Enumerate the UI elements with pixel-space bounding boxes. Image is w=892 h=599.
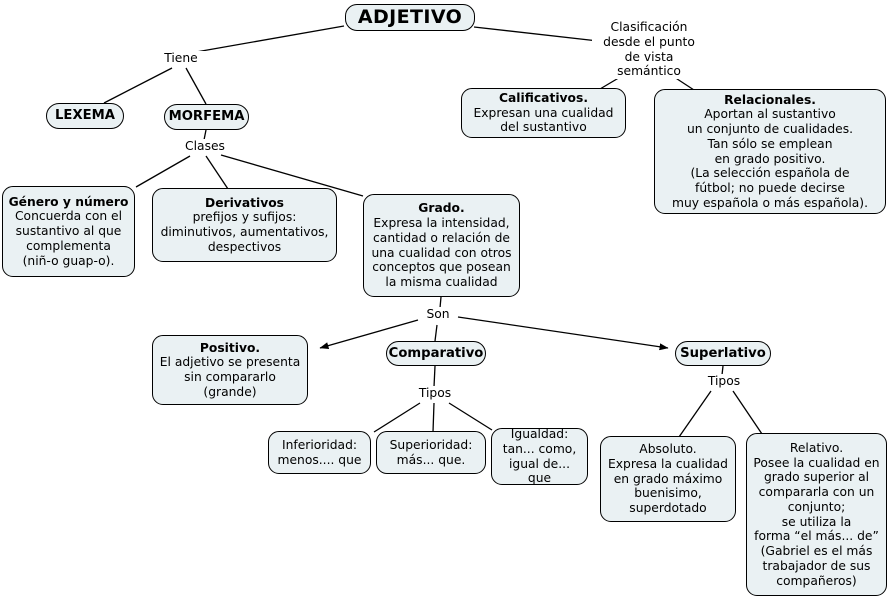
edge-tiene-morfema	[185, 67, 207, 105]
node-adjetivo-label: ADJETIVO	[357, 6, 463, 29]
edge-son-comparativo	[434, 324, 438, 342]
edge-adjetivo-tiene	[195, 25, 345, 53]
node-igualdad[interactable]: Igualdad: tan... como, igual de... que	[491, 427, 588, 486]
node-derivativos-head: Derivativos	[204, 195, 285, 210]
edge-clases-derivativos	[205, 155, 229, 190]
node-inferioridad-body: Inferioridad: menos.... que	[277, 437, 362, 467]
node-calificativos-body: Expresan una cualidad del sustantivo	[473, 105, 614, 135]
node-genero-y-numero[interactable]: Género y número Concuerda con el sustant…	[2, 186, 135, 277]
node-derivativos-body: prefijos y sufijos: diminutivos, aumenta…	[160, 210, 329, 254]
edge-label-tipos-superlativo: Tipos	[700, 374, 748, 389]
edge-tipos-superioridad	[432, 402, 435, 433]
node-superioridad-body: Superioridad: más... que.	[389, 437, 473, 467]
node-calificativos[interactable]: Calificativos. Expresan una cualidad del…	[461, 88, 626, 138]
edge-adjetivo-clasificacion	[473, 26, 608, 43]
node-relativo[interactable]: Relativo. Posee la cualidad en grado sup…	[746, 433, 887, 596]
node-calificativos-head: Calificativos.	[498, 90, 588, 105]
node-lexema[interactable]: LEXEMA	[46, 103, 124, 129]
node-grado-body: Expresa la intensidad, cantidad o relaci…	[371, 216, 512, 289]
node-lexema-label: LEXEMA	[55, 108, 115, 124]
edge-clases-genero	[135, 155, 191, 188]
node-positivo[interactable]: Positivo. El adjetivo se presenta sin co…	[152, 335, 308, 405]
edge-tiene-lexema	[103, 67, 173, 104]
edge-label-clases: Clases	[178, 139, 232, 154]
node-comparativo[interactable]: Comparativo	[386, 341, 486, 366]
edge-label-tipos-comparativo: Tipos	[411, 386, 459, 401]
node-morfema-label: MORFEMA	[168, 109, 245, 125]
edge-tipos-inferioridad	[373, 402, 421, 433]
node-relativo-body: Relativo. Posee la cualidad en grado sup…	[753, 440, 880, 588]
edge-tipos-igualdad	[448, 402, 493, 431]
node-positivo-head: Positivo.	[199, 340, 261, 355]
edge-label-clasificacion: Clasificación desde el punto de vista se…	[592, 20, 706, 79]
node-genero-y-numero-body: Concuerda con el sustantivo al que compl…	[14, 209, 123, 268]
node-relacionales[interactable]: Relacionales. Aportan al sustantivo un c…	[654, 89, 886, 214]
edge-son-superlativo	[457, 316, 669, 351]
node-absoluto[interactable]: Absoluto. Expresa la cualidad en grado m…	[600, 436, 736, 522]
edge-tipos2-relativo	[732, 390, 763, 435]
node-inferioridad[interactable]: Inferioridad: menos.... que	[268, 431, 371, 474]
edge-comparativo-tipos	[433, 365, 436, 388]
node-adjetivo[interactable]: ADJETIVO	[345, 4, 475, 31]
node-positivo-body: El adjetivo se presenta sin compararlo (…	[159, 355, 301, 399]
node-superlativo-label: Superlativo	[680, 345, 766, 361]
node-igualdad-body: Igualdad: tan... como, igual de... que	[502, 427, 577, 486]
node-genero-y-numero-head: Género y número	[8, 194, 129, 209]
edge-label-son: Son	[419, 307, 457, 322]
node-grado-head: Grado.	[418, 201, 465, 216]
node-absoluto-body: Absoluto. Expresa la cualidad en grado m…	[608, 442, 728, 516]
node-grado[interactable]: Grado. Expresa la intensidad, cantidad o…	[363, 194, 520, 297]
edge-label-tiene: Tiene	[156, 51, 206, 66]
node-relacionales-body: Aportan al sustantivo un conjunto de cua…	[672, 107, 868, 210]
node-morfema[interactable]: MORFEMA	[164, 104, 249, 130]
node-superioridad[interactable]: Superioridad: más... que.	[376, 431, 486, 474]
node-comparativo-label: Comparativo	[388, 345, 484, 361]
edge-tipos2-absoluto	[678, 390, 712, 438]
node-relacionales-head: Relacionales.	[724, 92, 816, 107]
node-derivativos[interactable]: Derivativos prefijos y sufijos: diminuti…	[152, 188, 337, 262]
node-superlativo[interactable]: Superlativo	[675, 341, 771, 366]
